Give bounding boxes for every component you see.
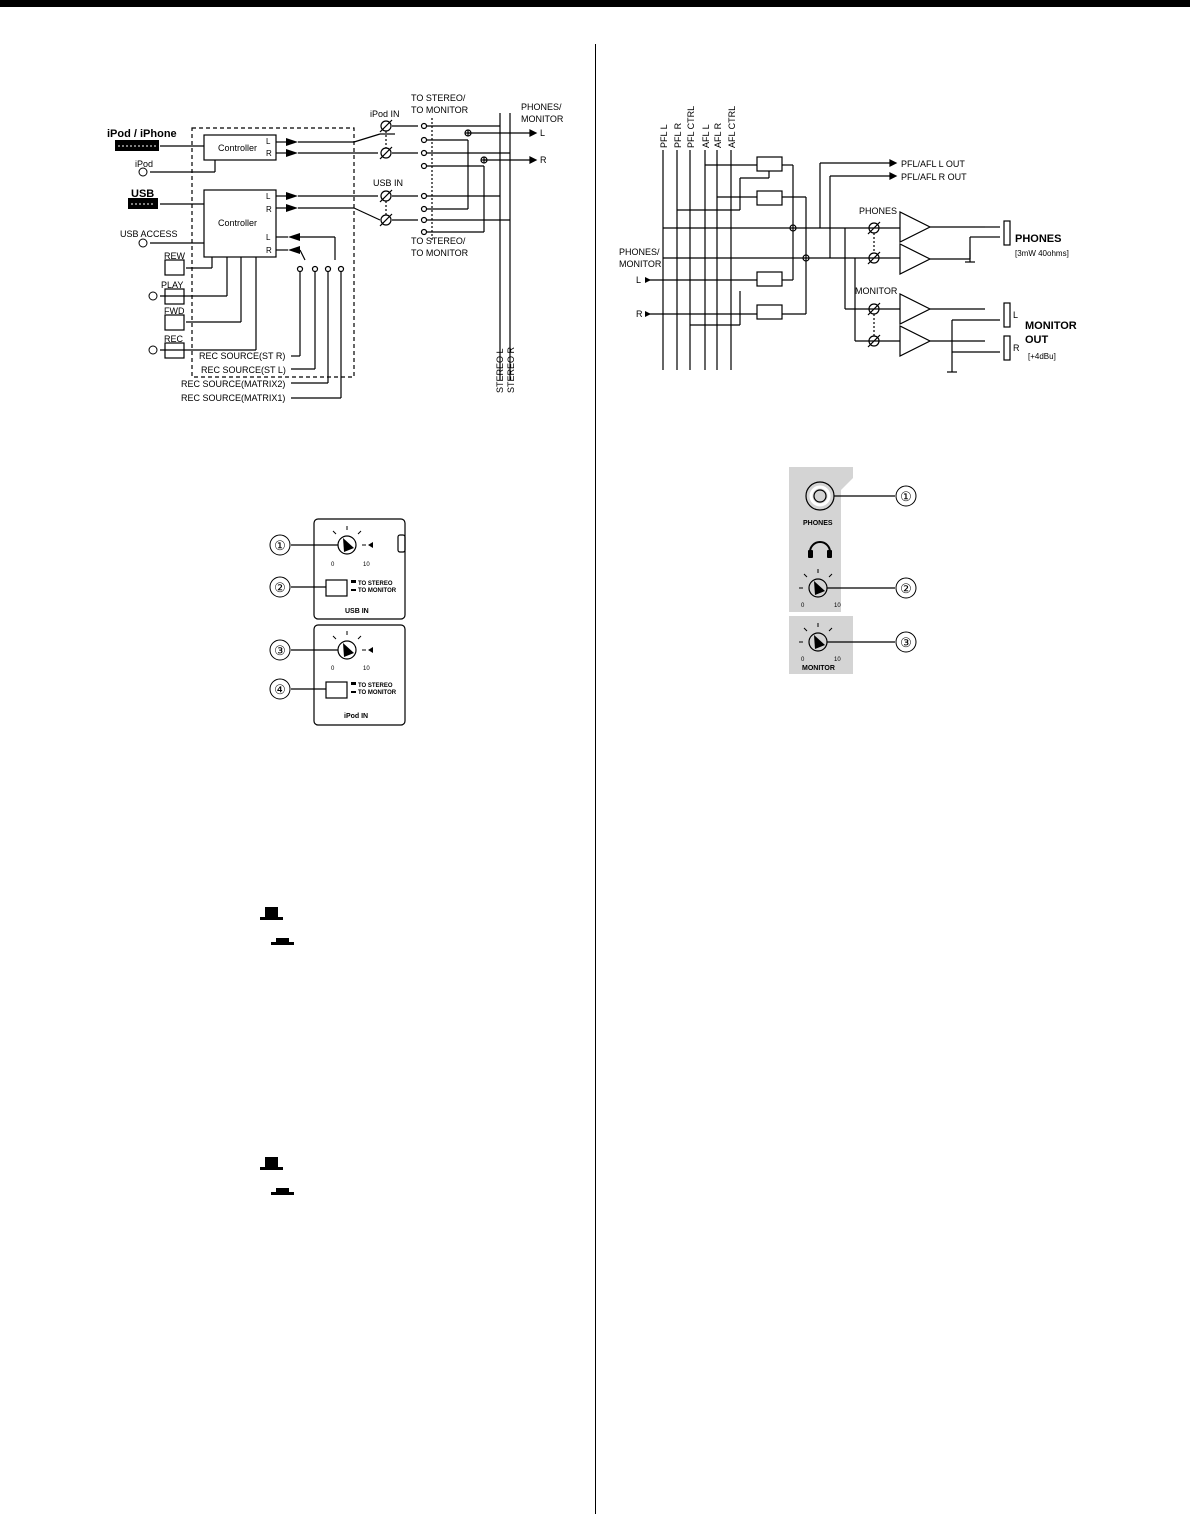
switch-down-icon [351, 589, 356, 591]
pfl-afl-r-out: PFL/AFL R OUT [901, 172, 967, 182]
usb-stick-icon [397, 534, 406, 553]
monitor-knob-min: 0 [801, 657, 805, 663]
bus-labels: PFL L PFL R PFL CTRL AFL L AFL R AFL CTR… [659, 106, 737, 148]
switch-up-base-1 [260, 917, 283, 920]
usb-switch-monitor: TO MONITOR [358, 588, 397, 594]
ipod-knob-max: 10 [363, 666, 370, 672]
monitor-in-l: L [636, 275, 641, 285]
headphones-icon [809, 541, 831, 553]
callout-2: ② [274, 580, 286, 595]
ipod-knob-min: 0 [331, 666, 335, 672]
usb-knob-min: 0 [331, 562, 335, 568]
monitor-out-label-1: MONITOR [1025, 320, 1077, 332]
controller-usb-label: Controller [218, 218, 257, 228]
fwd-label: FWD [164, 306, 185, 316]
phones-monitor-in-1: PHONES/ [619, 247, 660, 257]
page-top-bar [0, 0, 1190, 7]
to-stereo-label-top: TO STEREO/ [411, 93, 466, 103]
play-label: PLAY [161, 280, 183, 290]
callout-3: ③ [274, 643, 286, 658]
usb-in-label: USB IN [373, 178, 403, 188]
phones-vol-label: PHONES [859, 206, 897, 216]
phones-out-l: L [540, 128, 545, 138]
ipod-in-title: iPod IN [344, 713, 368, 720]
ipod-switch-stereo: TO STEREO [358, 683, 393, 689]
ipod-iphone-label: iPod / iPhone [107, 128, 177, 140]
ipod-label: iPod [135, 159, 153, 169]
controller-ipod-label: Controller [218, 143, 257, 153]
bus-afl-ctrl: AFL CTRL [727, 106, 737, 148]
stereo-r-label: STEREO R [506, 346, 516, 393]
phones-knob-min: 0 [801, 603, 805, 609]
pfl-afl-l-out: PFL/AFL L OUT [901, 159, 965, 169]
column-divider [595, 44, 596, 1514]
rec-label: REC [164, 334, 184, 344]
rec-ctrl-r: R [266, 246, 272, 255]
monitor-out-label-2: OUT [1025, 334, 1049, 346]
stereo-l-label: STEREO L [495, 348, 505, 393]
bus-pfl-ctrl: PFL CTRL [686, 106, 696, 148]
bus-pfl-l: PFL L [659, 124, 669, 148]
switch-up-glyph-1 [265, 907, 278, 918]
phones-monitor-label-1: PHONES/ [521, 102, 562, 112]
monitor-in-r: R [636, 309, 643, 319]
to-monitor-label-bottom: TO MONITOR [411, 248, 469, 258]
rec-ctrl-l: L [266, 233, 271, 242]
phones-monitor-label-2: MONITOR [521, 114, 564, 124]
ipod-in-label: iPod IN [370, 109, 400, 119]
usb-knob-max: 10 [363, 562, 370, 568]
phones-title: PHONES [803, 520, 833, 527]
monitor-spec: [+4dBu] [1028, 352, 1056, 361]
callout-1: ① [274, 538, 286, 553]
phones-callout-3: ③ [900, 635, 912, 650]
bus-afl-l: AFL L [701, 124, 711, 148]
monitor-title: MONITOR [802, 665, 835, 672]
usb-switch-stereo: TO STEREO [358, 581, 393, 587]
monitor-vol-label: MONITOR [855, 286, 898, 296]
switch-up-glyph-2 [265, 1157, 278, 1168]
phones-spec: [3mW 40ohms] [1015, 249, 1069, 258]
rec-source-matrix2: REC SOURCE(MATRIX2) [181, 379, 285, 389]
switch-down-base-2 [271, 1192, 294, 1195]
phones-out-label: PHONES [1015, 233, 1061, 245]
switch-up-icon [351, 580, 356, 583]
switch-down-base-1 [271, 942, 294, 945]
monitor-out-r: R [1013, 343, 1020, 353]
phones-monitor-in-2: MONITOR [619, 259, 662, 269]
usb-in-title: USB IN [345, 608, 369, 615]
ipod-ctrl-l: L [266, 137, 271, 146]
to-stereo-label-bottom: TO STEREO/ [411, 236, 466, 246]
usb-ctrl-r: R [266, 205, 272, 214]
rec-source-matrix1: REC SOURCE(MATRIX1) [181, 393, 285, 403]
phones-out-r: R [540, 155, 547, 165]
switch-down-glyph-1 [276, 938, 289, 943]
callout-4: ④ [274, 682, 286, 697]
usb-access-label: USB ACCESS [120, 229, 178, 239]
usb-label: USB [131, 188, 154, 200]
rec-source-st-l: REC SOURCE(ST L) [201, 365, 286, 375]
monitor-knob-max: 10 [834, 657, 841, 663]
phones-callout-1: ① [900, 489, 912, 504]
to-monitor-label-top: TO MONITOR [411, 105, 469, 115]
usb-ctrl-l: L [266, 192, 271, 201]
ipod-switch-monitor: TO MONITOR [358, 690, 397, 696]
rew-label: REW [164, 251, 186, 261]
monitor-out-l: L [1013, 310, 1018, 320]
switch-down-glyph-2 [276, 1188, 289, 1193]
rec-source-st-r: REC SOURCE(ST R) [199, 351, 285, 361]
switch-up-base-2 [260, 1167, 283, 1170]
ipod-ctrl-r: R [266, 149, 272, 158]
bus-pfl-r: PFL R [673, 122, 683, 148]
bus-afl-r: AFL R [713, 122, 723, 148]
phones-callout-2: ② [900, 581, 912, 596]
phones-knob-max: 10 [834, 603, 841, 609]
speaker-icon [368, 542, 373, 548]
